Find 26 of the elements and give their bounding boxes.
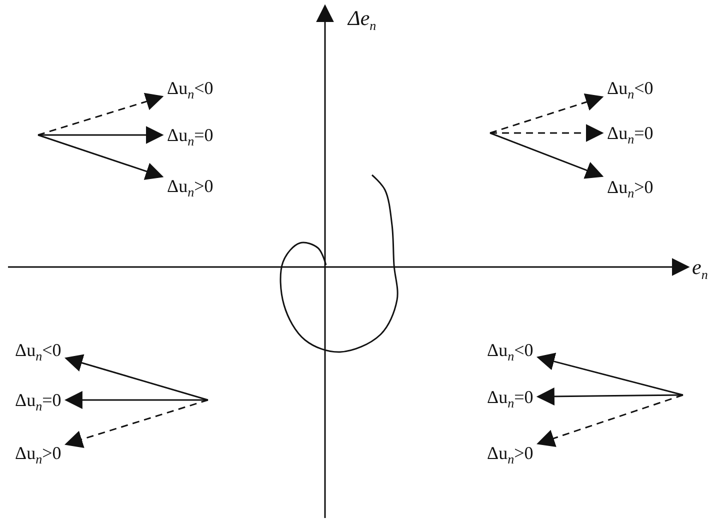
delta-u-label: Δu$_{n}$>0 (162, 175, 218, 197)
delta-u-label: Δu$_{n}$>0 (10, 442, 66, 464)
horizontal-axis-label: e$_{n}$ (692, 255, 708, 284)
delta-u-label: Δu$_{n}$=0 (162, 124, 218, 146)
delta-u-label: Δu$_{n}$<0 (10, 339, 66, 361)
delta-u-label: Δu$_{n}$<0 (162, 77, 218, 99)
arrow (38, 92, 164, 136)
delta-u-label: Δu$_{n}$>0 (482, 442, 538, 464)
arrow (490, 124, 604, 142)
delta-u-label: Δu$_{n}$=0 (10, 389, 66, 411)
vertical-axis-label: Δe$_{n}$ (348, 6, 376, 36)
delta-u-label: Δu$_{n}$<0 (602, 77, 658, 99)
arrow (64, 354, 208, 401)
arrow (536, 388, 683, 406)
arrow (490, 132, 604, 179)
arrow (536, 394, 684, 447)
arrow (490, 93, 604, 134)
arrow (536, 352, 684, 396)
delta-u-label: Δu$_{n}$=0 (482, 386, 538, 408)
arrow (38, 126, 164, 144)
delta-u-label: Δu$_{n}$>0 (602, 176, 658, 198)
delta-u-label: Δu$_{n}$<0 (482, 339, 538, 361)
arrow (38, 134, 164, 180)
arrow (64, 399, 208, 448)
arrow (64, 391, 208, 409)
delta-u-label: Δu$_{n}$=0 (602, 122, 658, 144)
